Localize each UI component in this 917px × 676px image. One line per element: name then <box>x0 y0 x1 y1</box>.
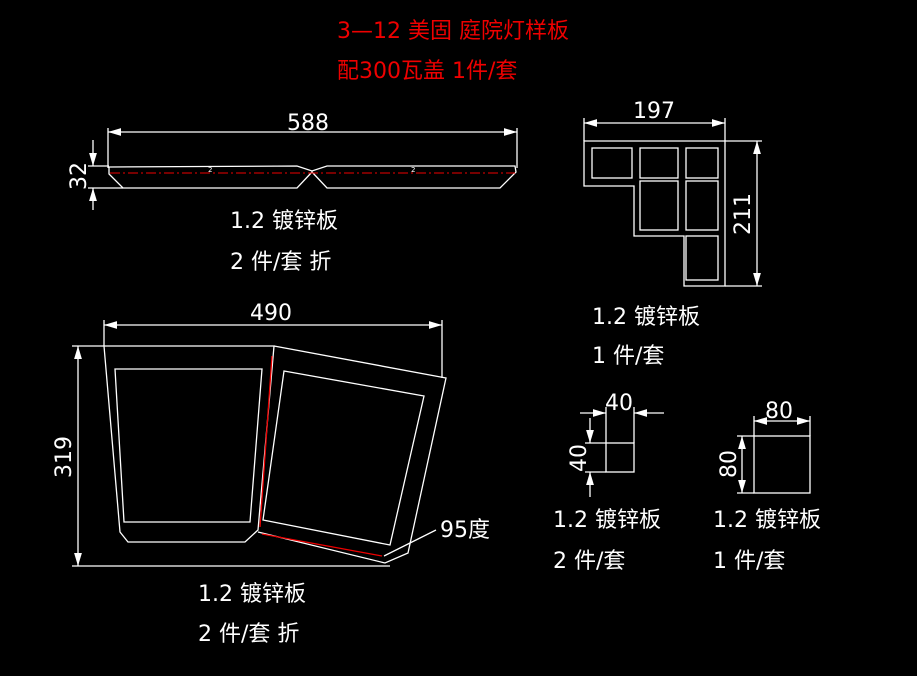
dim-319: 319 <box>52 436 77 478</box>
strip-outline <box>108 165 517 189</box>
dim-588: 588 <box>287 111 329 136</box>
small-square-part: 40 40 <box>567 391 664 497</box>
panel-material: 1.2 镀锌板 <box>198 582 306 607</box>
fold-line <box>259 355 273 528</box>
segment-mark: 2 <box>411 166 415 174</box>
l-frame-part: 197 211 <box>583 99 762 287</box>
segment-mark: 2 <box>208 166 212 174</box>
large-square-part: 80 80 <box>717 399 811 494</box>
panel-quantity: 2 件/套 折 <box>198 622 299 647</box>
title-line-2: 配300瓦盖 1件/套 <box>337 59 517 84</box>
dim-80-height: 80 <box>717 450 742 478</box>
dim-80-width: 80 <box>765 399 793 424</box>
title-line-1: 3—12 美固 庭院灯样板 <box>337 19 569 44</box>
dim-40-width: 40 <box>605 391 633 416</box>
dim-490: 490 <box>250 301 292 326</box>
top-strip-quantity: 2 件/套 折 <box>230 250 331 275</box>
dim-40-height: 40 <box>567 444 592 472</box>
l-frame-material: 1.2 镀锌板 <box>592 305 700 330</box>
l-frame-quantity: 1 件/套 <box>592 344 664 369</box>
top-strip-part: 588 2 2 32 <box>67 111 518 210</box>
angle-note-95: 95度 <box>440 518 490 543</box>
large-square-quantity: 1 件/套 <box>713 549 785 574</box>
dim-211: 211 <box>731 193 756 235</box>
top-strip-material: 1.2 镀锌板 <box>230 209 338 234</box>
dim-197: 197 <box>633 99 675 124</box>
dim-32: 32 <box>67 162 92 190</box>
trapezoid-panel-part: 490 319 <box>52 301 447 567</box>
fold-line <box>261 533 383 557</box>
small-square-quantity: 2 件/套 <box>553 549 625 574</box>
small-square-material: 1.2 镀锌板 <box>553 508 661 533</box>
large-square-material: 1.2 镀锌板 <box>713 508 821 533</box>
